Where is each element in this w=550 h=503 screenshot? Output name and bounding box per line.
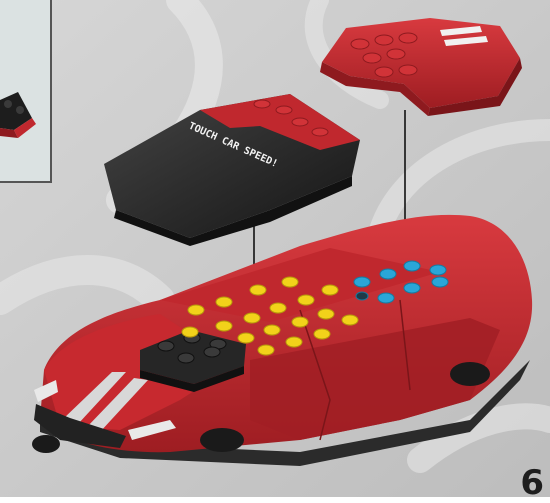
- callout-inset: [0, 0, 51, 182]
- step-number: 6: [520, 463, 544, 503]
